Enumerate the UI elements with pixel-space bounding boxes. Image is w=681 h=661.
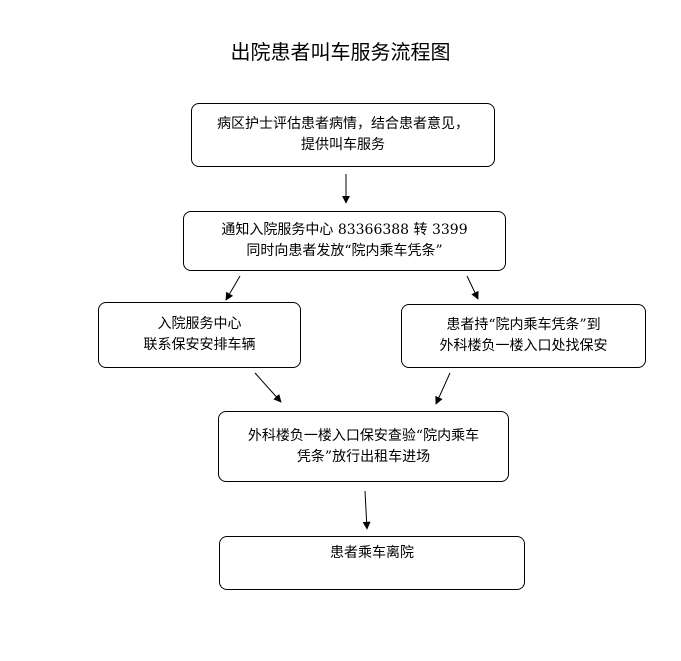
arrow-step2-to-patient [466, 275, 479, 300]
node-notify-service-center: 通知入院服务中心 83366388 转 3399 同时向患者发放“院内乘车凭条” [183, 211, 506, 271]
node-notify-service-center-line2: 同时向患者发放“院内乘车凭条” [246, 243, 443, 259]
node-nurse-assessment-line2: 提供叫车服务 [301, 137, 385, 153]
arrow-step2-to-service-center [225, 275, 241, 301]
node-security-check: 外科楼负一楼入口保安查验“院内乘车 凭条”放行出租车进场 [218, 411, 509, 482]
node-security-check-line2: 凭条”放行出租车进场 [296, 448, 431, 465]
node-patient-leave: 患者乘车离院 [219, 536, 525, 590]
arrow-patient-to-security-check [435, 372, 451, 405]
diagram-title: 出院患者叫车服务流程图 [230, 40, 451, 64]
arrow-security-check-to-leave [362, 490, 371, 530]
node-patient-find-security: 患者持“院内乘车凭条”到 外科楼负一楼入口处找保安 [401, 304, 646, 368]
arrow-service-center-to-security-check [254, 372, 282, 403]
node-nurse-assessment: 病区护士评估患者病情，结合患者意见， 提供叫车服务 [191, 103, 495, 167]
node-notify-service-center-line1: 通知入院服务中心 83366388 转 3399 [221, 222, 468, 238]
node-nurse-assessment-line1: 病区护士评估患者病情，结合患者意见， [217, 116, 469, 132]
node-security-check-line1: 外科楼负一楼入口保安查验“院内乘车 [247, 427, 480, 444]
node-service-center-arrange-line2: 联系保安安排车辆 [143, 337, 256, 353]
node-patient-find-security-line2: 外科楼负一楼入口处找保安 [439, 338, 608, 354]
node-service-center-arrange: 入院服务中心 联系保安安排车辆 [98, 302, 301, 368]
node-service-center-arrange-line1: 入院服务中心 [157, 316, 242, 332]
node-patient-leave-line1: 患者乘车离院 [330, 545, 414, 561]
node-patient-find-security-line1: 患者持“院内乘车凭条”到 [446, 317, 601, 333]
